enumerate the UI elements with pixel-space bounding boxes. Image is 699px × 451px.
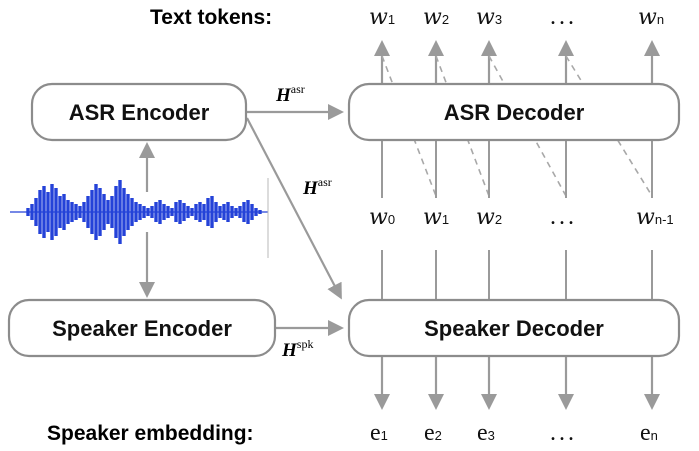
h-asr-diagonal-label: Hasr [302,175,332,199]
embedding-ellipsis: ... [550,420,577,446]
h-spk-label: Hspk [281,337,313,361]
h-symbol: H [302,178,319,199]
embedding-en: en [640,420,658,446]
speaker-encoder-label: Speaker Encoder [52,316,232,341]
embedding-e2: e2 [424,420,442,446]
speaker-embedding-label: Speaker embedding: [47,422,254,445]
h-symbol: H [275,85,292,106]
speaker-decoder-label: Speaker Decoder [424,316,604,341]
token-ellipsis-middle: ... [550,204,577,230]
token-wn-1: wn-1 [636,205,674,230]
token-w1: w1 [369,5,395,30]
speaker-decoder-box [347,298,681,358]
h-asr-superscript: asr [318,175,332,189]
audio-waveform [10,178,269,258]
input-tokens: w0 w1 w2 ... wn-1 [360,198,680,250]
h-spk-superscript: spk [297,337,314,351]
svg-text:Hasr: Hasr [302,175,332,199]
speaker-embeddings: e1 e2 e3 ... en [370,420,658,446]
token-w2-input: w2 [476,205,502,230]
asr-decoder-label: ASR Decoder [444,100,585,125]
waveform-bars [26,180,262,244]
encoder-decoder-links [246,104,344,336]
h-symbol: H [281,340,298,361]
dashed-link [435,55,490,197]
input-token-lines [381,140,653,300]
output-token-arrows [374,40,660,84]
token-ellipsis-top: ... [550,4,577,30]
text-tokens-label: Text tokens: [150,6,272,29]
h-asr-top-label: Hasr [275,82,305,106]
svg-text:Hasr: Hasr [275,82,305,106]
asr-decoder-box [347,82,681,142]
token-wn: wn [638,5,664,30]
token-w3: w3 [476,5,502,30]
embedding-e3: e3 [477,420,495,446]
dashed-link [381,55,437,197]
token-w2: w2 [423,5,449,30]
speaker-encoder-box [7,298,277,358]
output-tokens: w1 w2 w3 ... wn [369,4,664,30]
embedding-e1: e1 [370,420,388,446]
asr-encoder-box [30,82,248,142]
asr-encoder-label: ASR Encoder [69,100,210,125]
token-w0: w0 [369,205,395,230]
h-asr-superscript: asr [291,82,305,96]
embedding-arrows [374,354,660,410]
asr-encoder-to-speaker-decoder [246,117,342,300]
svg-text:Hspk: Hspk [281,337,313,361]
token-w1-input: w1 [423,205,449,230]
